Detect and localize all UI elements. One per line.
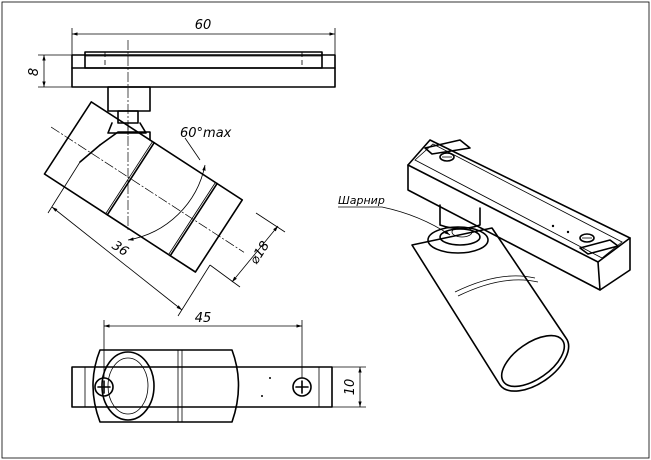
cylinder-axis bbox=[50, 126, 245, 253]
screw-icon bbox=[292, 377, 312, 397]
dim-60-text: 60 bbox=[195, 18, 212, 33]
dim-diameter-text: ⌀18 bbox=[247, 239, 273, 268]
dim-angle-text: 60°max bbox=[180, 126, 232, 141]
hinge-bracket bbox=[107, 122, 147, 134]
isometric-view bbox=[407, 139, 631, 392]
top-view-hinge-circle bbox=[101, 351, 155, 421]
dim-top-height: 8 bbox=[27, 54, 72, 88]
dim-45-text: 45 bbox=[195, 311, 212, 326]
top-view bbox=[71, 349, 333, 423]
iso-track-adapter bbox=[407, 139, 631, 291]
dim-diameter: ⌀18 bbox=[209, 212, 286, 288]
dim-8-text: 8 bbox=[27, 68, 42, 76]
screw-icon bbox=[439, 152, 455, 162]
dim-bottom-width: 45 bbox=[103, 311, 303, 378]
mount-stem bbox=[107, 86, 151, 112]
screw-icon bbox=[94, 377, 114, 397]
iso-lamp-lens bbox=[500, 334, 566, 388]
screw-icon bbox=[579, 233, 595, 243]
dim-bottom-height: 10 bbox=[332, 366, 366, 408]
hinge-callout: Шарнир bbox=[338, 194, 451, 236]
top-view-cylinder bbox=[92, 349, 240, 423]
dim-36-text: 36 bbox=[109, 238, 131, 260]
hinge-label: Шарнир bbox=[338, 194, 385, 207]
dim-length: 36 bbox=[47, 161, 211, 317]
track-adapter-top bbox=[84, 51, 323, 69]
dim-10-text: 10 bbox=[343, 379, 358, 396]
track-adapter-body bbox=[71, 54, 336, 88]
dim-top-width: 60 bbox=[71, 18, 336, 55]
front-view bbox=[43, 40, 336, 273]
iso-lamp-cylinder bbox=[411, 227, 570, 392]
